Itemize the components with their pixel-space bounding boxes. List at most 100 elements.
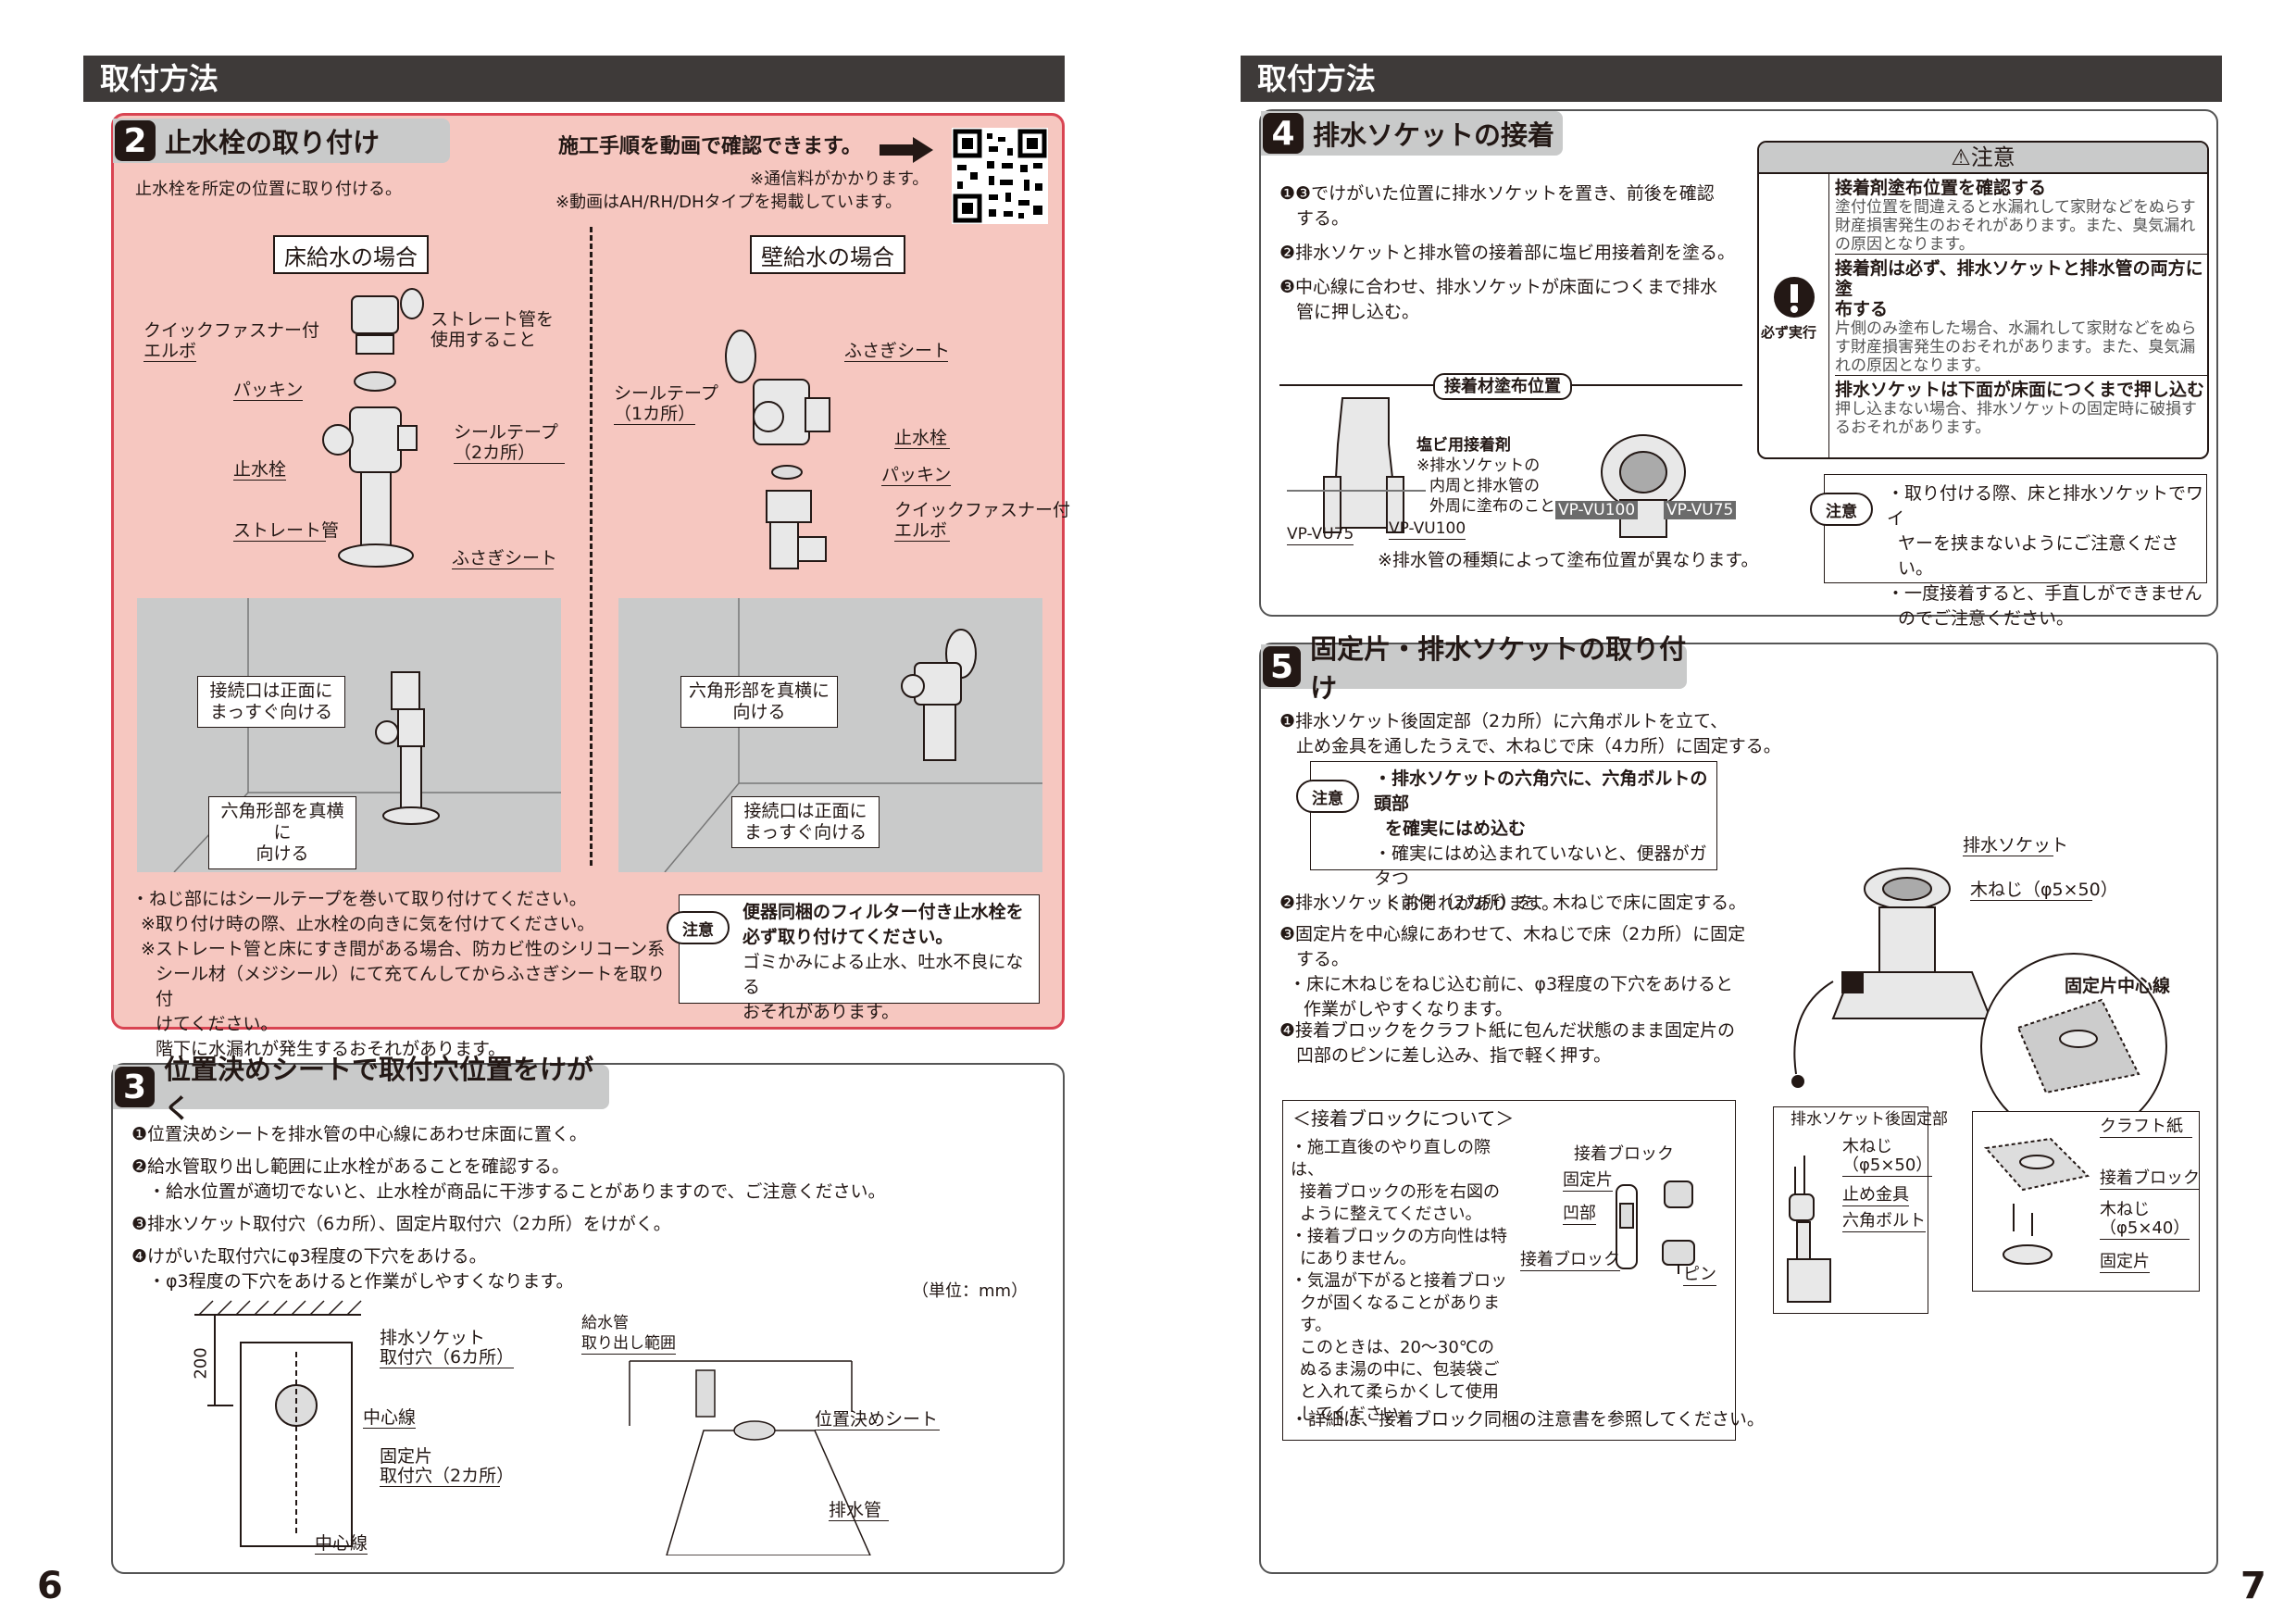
adhesive-position-label: 接着材塗布位置 [1433, 373, 1572, 400]
wl-plate: ふさぎシート [844, 341, 951, 362]
section-title: 固定片・排水ソケットの取り付け [1310, 633, 1687, 704]
il-bolt: 六角ボルト [1842, 1211, 1926, 1232]
caution-icon: 注意 [1296, 780, 1359, 813]
rear-fix-drawing [1787, 1156, 1831, 1303]
callout-floor-2: 六角形部を真横に向ける [208, 796, 356, 869]
section-5-caution [1310, 761, 1717, 870]
l-supply-1: 給水管 [581, 1314, 629, 1332]
il-stop: 止め金具 [1842, 1185, 1909, 1206]
warning-items: 接着剤塗布位置を確認する 塗付位置を間違えると水漏れして家財などをぬらす 財産損… [1835, 178, 2207, 437]
wl-seal-2: （1カ所） [614, 404, 696, 425]
il-rear: 排水ソケット後固定部 [1791, 1110, 1948, 1129]
vp-3: VP-VU75 [1287, 525, 1354, 545]
video-note-1: ※通信料がかかります。 [750, 169, 930, 189]
block-info-box [1282, 1100, 1736, 1441]
s5-step-3: ❸固定片を中心線にあわせて、木ねじで床（2カ所）に固定 する。 ・床に木ねじをね… [1279, 924, 1746, 1019]
il-block: 接着ブロック [2100, 1168, 2200, 1190]
warning-title: ⚠注意 [1759, 143, 2207, 174]
floor-supply-label: 床給水の場合 [273, 235, 429, 274]
video-note-2: ※動画はAH/RH/DHタイプを掲載しています。 [555, 193, 903, 212]
il-screw3b: （φ5×40） [2100, 1218, 2190, 1240]
section-4-caution-text: ・取り付ける際、床と排水ソケットでワイ ヤーを挟まないようにご注意ください。 ・… [1887, 483, 2204, 629]
fl-pipe: ストレート管 [233, 520, 340, 542]
must-column: 必ず実行 [1759, 174, 1829, 457]
l-drain: 排水管 [829, 1500, 889, 1521]
bl-e: ピン [1683, 1265, 1716, 1286]
bl-c: 凹部 [1563, 1204, 1596, 1225]
block-title: ＜接着ブロックについて＞ [1292, 1107, 1515, 1130]
section-title: 排水ソケットの接着 [1313, 119, 1555, 151]
il-fix: 固定片 [2100, 1252, 2150, 1273]
header-bar-right: 取付方法 [1241, 56, 2222, 102]
section-number: 2 [115, 120, 156, 161]
unit-label: （単位：mm） [912, 1281, 1029, 1301]
section-5-heading: 5 固定片・排水ソケットの取り付け [1261, 633, 1687, 704]
il-screw3a: 木ねじ [2100, 1200, 2150, 1219]
caution-icon: 注意 [1810, 493, 1873, 526]
page-number-right: 7 [2240, 1565, 2266, 1607]
l-fix-2: 取付穴（2カ所） [380, 1466, 515, 1487]
il-screw: 木ねじ（φ5×50） [1970, 880, 2118, 901]
block-drawing [1616, 1181, 1695, 1274]
fl-elbow-1: クイックファスナー付 [144, 320, 320, 341]
warning-box: ⚠注意 必ず実行 接着剤塗布位置を確認する 塗付位置を間違えると水漏れして家財な… [1757, 141, 2209, 459]
il-center: 固定片中心線 [2065, 976, 2171, 996]
adh-3: 内周と排水管の [1429, 477, 1540, 495]
wall-installed-drawing [664, 598, 1042, 872]
callout-wall-2: 接続口は正面にまっすぐ向ける [731, 796, 880, 848]
l-socket-1: 排水ソケット [380, 1328, 486, 1348]
s5-step-4: ❹接着ブロックをクラフト紙に包んだ状態のまま固定片の 凹部のピンに差し込み、指で… [1279, 1020, 1736, 1066]
l-fix-1: 固定片 [380, 1446, 433, 1467]
block-text: ・施工直後のやり直しの際は、 接着ブロックの形を右図の ように整えてください。 … [1291, 1138, 1507, 1424]
s5-step-2: ❷排水ソケット前側（2カ所）を、木ねじで床に固定する。 [1279, 893, 1747, 913]
section-3-heading: 3 位置決めシートで取付穴位置をけがく [113, 1054, 609, 1124]
must-label: 必ず実行 [1761, 324, 1817, 341]
vp-2: VP-VU75 [1664, 500, 1737, 520]
l-center-2: 中心線 [315, 1533, 368, 1555]
divider-dashed [590, 227, 593, 866]
qr-code-icon[interactable] [952, 128, 1048, 224]
section-2-caution-text: 便器同梱のフィルター付き止水栓を 必ず取り付けてください。 ゴミかみによる止水、… [742, 902, 1024, 1022]
floor-installed-drawing [173, 598, 561, 872]
section-number: 4 [1263, 113, 1304, 154]
socket-drawing [1791, 868, 2167, 1139]
wl-elbow-1: クイックファスナー付 [894, 500, 1071, 520]
section-4-steps: ❶❸でけがいた位置に排水ソケットを置き、前後を確認 する。 ❷排水ソケットと排水… [1279, 183, 1736, 322]
exclamation-icon [1774, 277, 1815, 318]
callout-floor-1: 接続口は正面にまっすぐ向ける [197, 676, 345, 728]
vp-4: VP-VU100 [1389, 519, 1466, 540]
fl-straight-2: 使用すること [430, 330, 537, 350]
wl-seal-1: シールテープ [614, 383, 718, 404]
vp-note: ※排水管の種類によって塗布位置が異なります。 [1378, 550, 1759, 570]
l-sheet: 位置決めシート [815, 1409, 940, 1430]
position-sheet-drawing [194, 1300, 362, 1547]
fl-packing: パッキン [233, 380, 304, 401]
adh-4: 外周に塗布のこと。 [1429, 497, 1571, 516]
section-2-panel [111, 113, 1065, 1030]
caution-icon: 注意 [667, 911, 730, 944]
l-supply-2: 取り出し範囲 [581, 1334, 676, 1355]
l-center-1: 中心線 [363, 1407, 417, 1429]
section-number: 3 [115, 1067, 155, 1107]
section-3-steps: ❶位置決めシートを排水管の中心線にあわせ床面に置く。 ❷給水管取り出し範囲に止水… [131, 1124, 886, 1292]
section-2-notes: ・ねじ部にはシールテープを巻いて取り付けてください。 ※取り付け時の際、止水栓の… [131, 889, 666, 1059]
fix-piece-drawing [1984, 1137, 2090, 1265]
callout-wall-1: 六角形部を真横に向ける [680, 676, 838, 728]
floor-valve-drawing [322, 288, 424, 568]
vp-1: VP-VU100 [1555, 500, 1639, 520]
arrow-right-icon [880, 137, 933, 163]
section-2-heading: 2 止水栓の取り付け [113, 119, 450, 163]
section-5-caution-text: ・排水ソケットの六角穴に、六角ボルトの頭部 を確実にはめ込む ・確実にはめ込まれ… [1374, 768, 1708, 914]
section-number: 5 [1263, 646, 1302, 687]
wl-packing: パッキン [881, 465, 952, 486]
section-title: 位置決めシートで取付穴位置をけがく [163, 1054, 593, 1124]
il-kraft: クラフト紙 [2100, 1117, 2192, 1138]
fl-plate: ふさぎシート [452, 548, 558, 569]
header-bar-left: 取付方法 [83, 56, 1065, 102]
fl-seal-1: シールテープ [454, 422, 558, 443]
s5-step-1: ❶排水ソケット後固定部（2カ所）に六角ボルトを立て、 止め金具を通したうえで、木… [1279, 711, 1781, 756]
adhesive-drawing [1287, 397, 1686, 538]
floor-sheet-drawing [629, 1360, 871, 1555]
section-2-intro: 止水栓を所定の位置に取り付ける。 [135, 180, 402, 199]
bl-a: 接着ブロック [1574, 1144, 1674, 1164]
